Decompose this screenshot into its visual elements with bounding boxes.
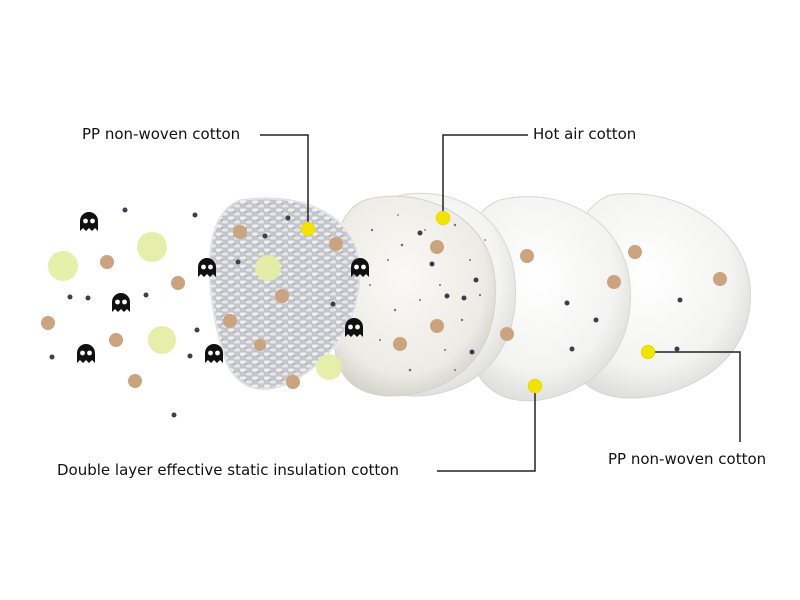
ghost-germ-icon	[205, 344, 223, 363]
leader-pp-top	[260, 134, 309, 228]
layer-markers	[300, 210, 656, 394]
marker-double-layer	[527, 378, 543, 394]
marker-hot-air	[435, 210, 451, 226]
ghost-germ-icon	[345, 318, 363, 337]
label-hot-air-cotton: Hot air cotton	[533, 125, 637, 143]
fine-particles	[49, 207, 683, 418]
label-pp-non-woven-bottom: PP non-woven cotton	[608, 450, 767, 468]
leader-double-layer	[437, 387, 536, 472]
pollen-particles	[48, 232, 342, 380]
ghost-germ-icon	[351, 258, 369, 277]
marker-pp-bottom	[640, 344, 656, 360]
marker-pp-top	[300, 221, 316, 237]
label-double-layer-static: Double layer effective static insulation…	[57, 461, 399, 479]
leader-hot-air	[442, 134, 528, 218]
ghost-germ-icon	[77, 344, 95, 363]
label-pp-non-woven-top: PP non-woven cotton	[82, 125, 241, 143]
ghost-germ-icon	[112, 293, 130, 312]
dust-particles	[41, 225, 727, 389]
leader-lines	[260, 134, 741, 472]
ghost-germ-icon	[80, 212, 98, 231]
leader-pp-bottom	[648, 351, 741, 442]
ghost-germ-icon	[198, 258, 216, 277]
germ-icons	[77, 212, 369, 363]
hot-air-speckles	[369, 214, 486, 372]
